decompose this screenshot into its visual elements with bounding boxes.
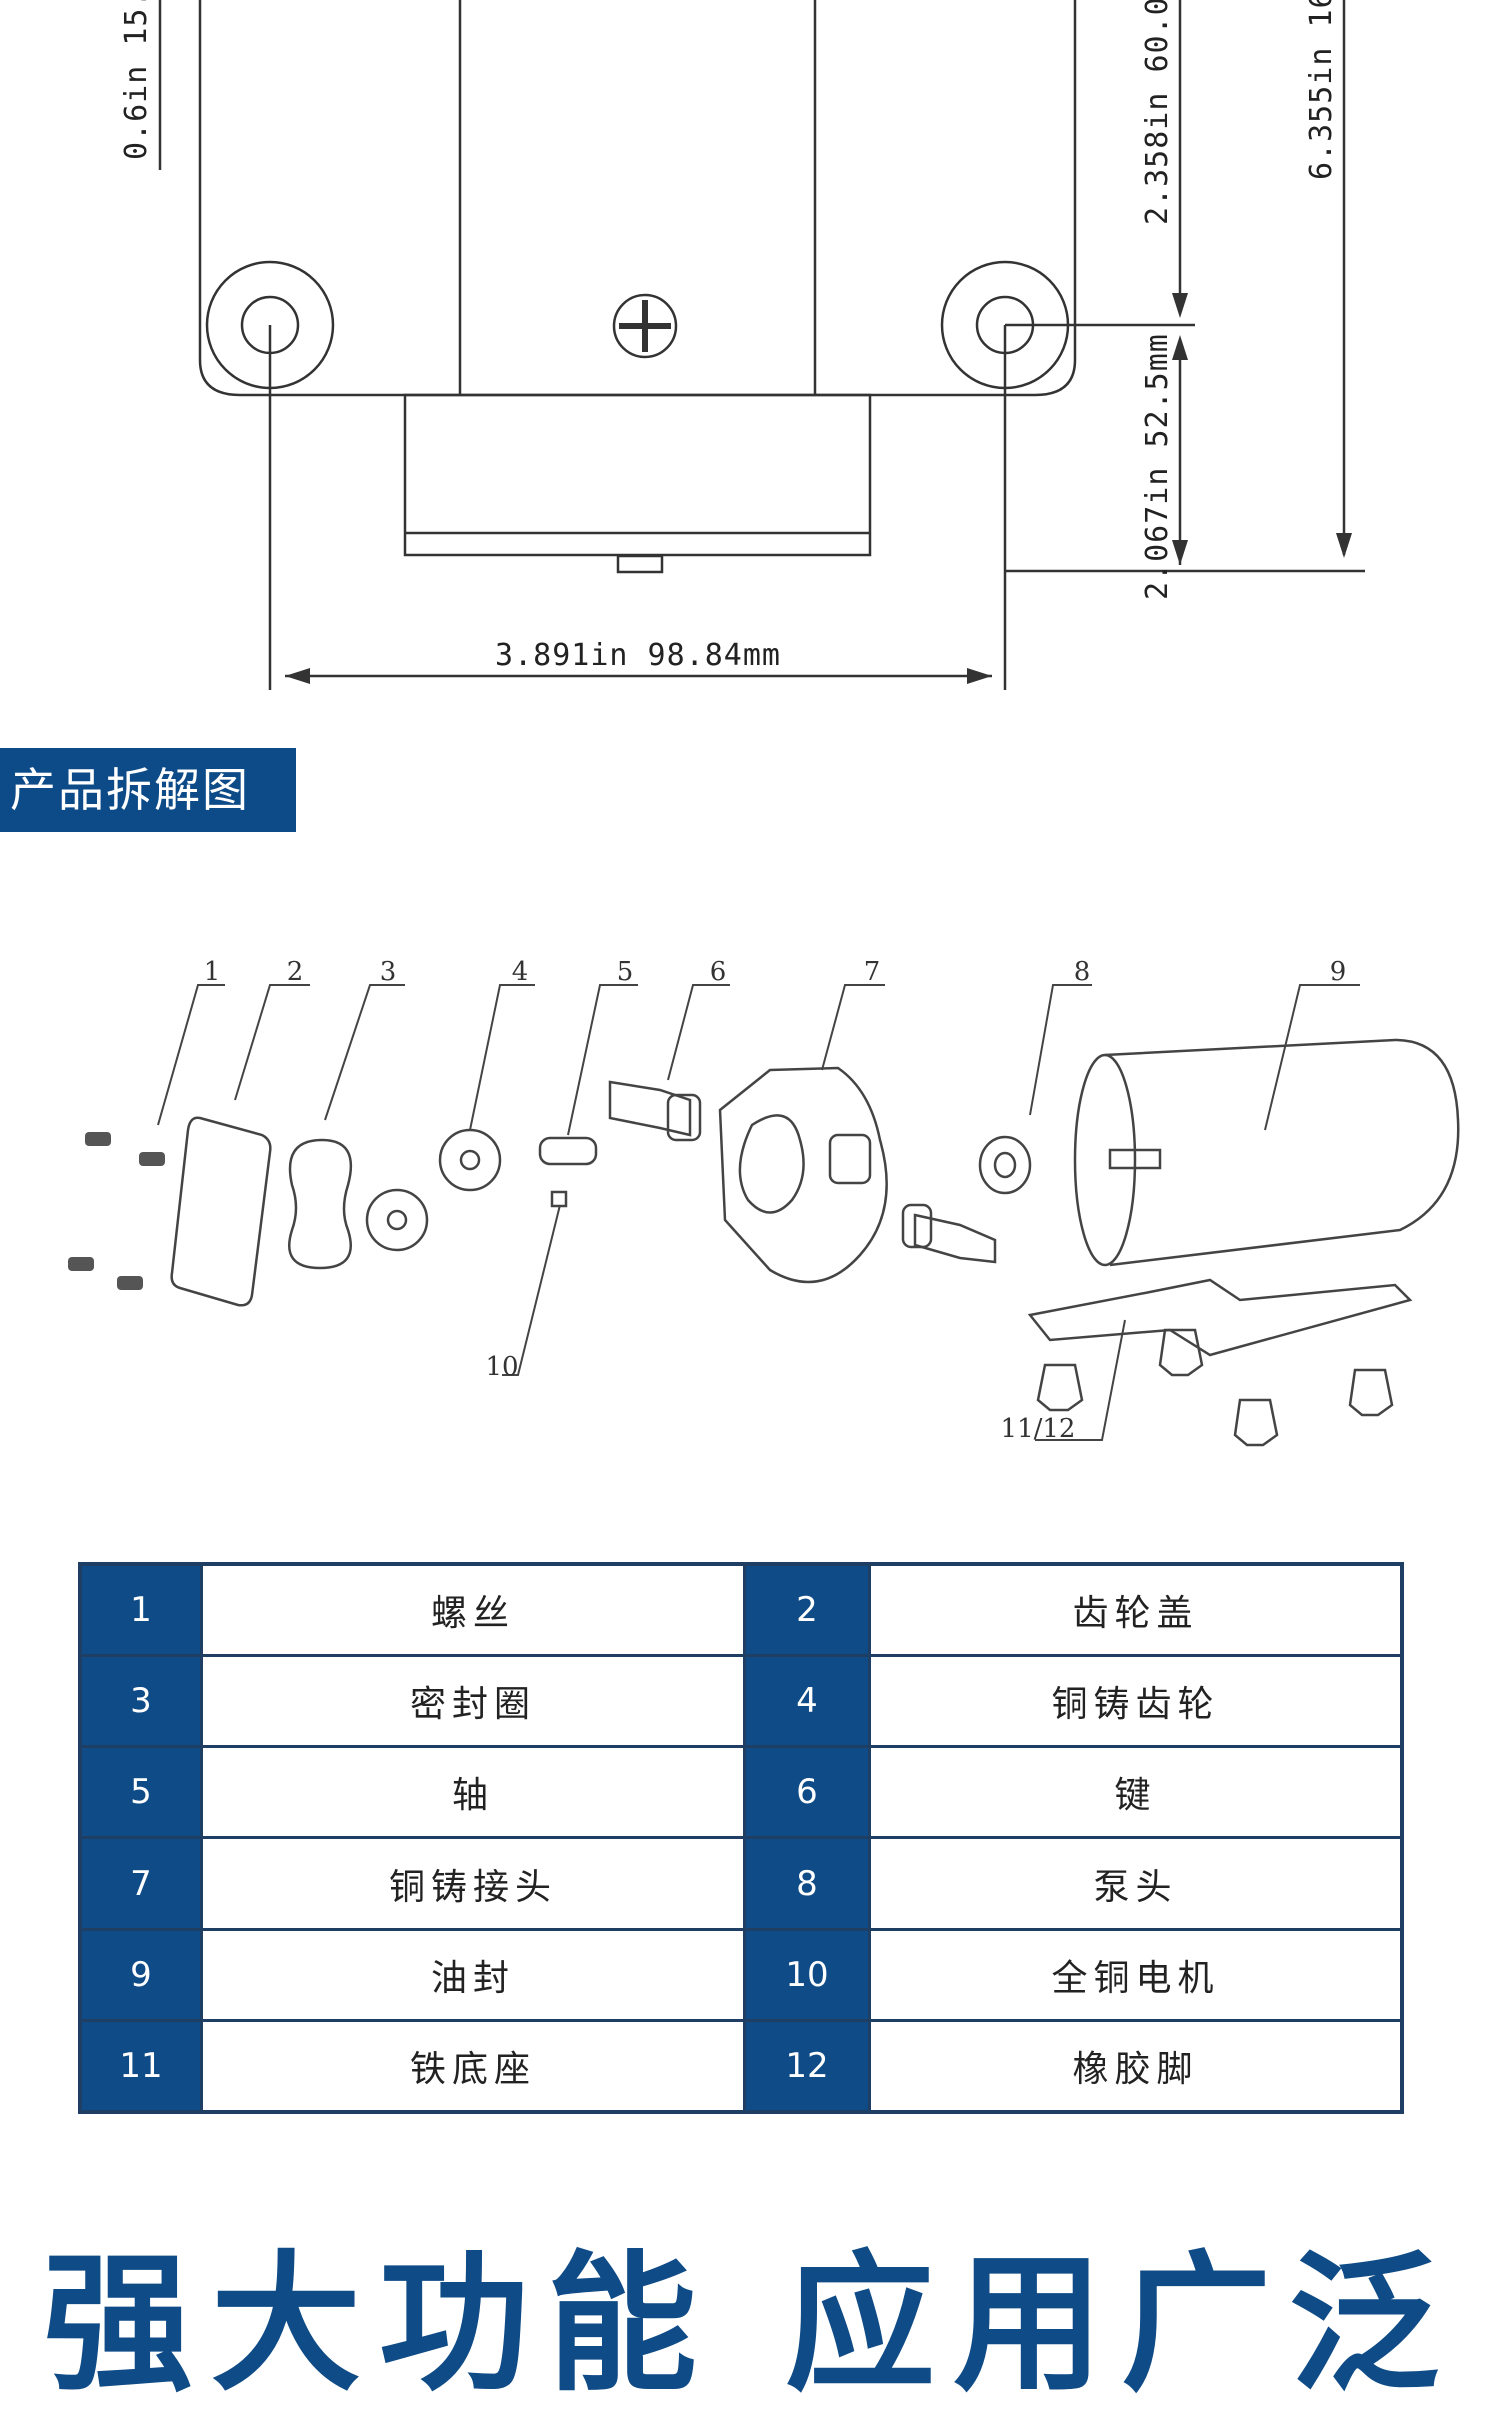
callout-number: 1	[204, 957, 221, 987]
part-name: 键	[871, 1748, 1400, 1837]
part-name: 铜铸接头	[203, 1839, 743, 1928]
callout-number: 2	[287, 957, 304, 987]
part-name: 螺丝	[203, 1566, 743, 1655]
part-number: 11	[82, 2021, 200, 2110]
width-dimension-label: 3.891in 98.84mm	[495, 638, 781, 673]
part-name: 油封	[203, 1930, 743, 2019]
part-name: 铜铸齿轮	[871, 1657, 1400, 1746]
banner-heading: 强大功能 应用广泛	[42, 2238, 1458, 2412]
top-left-dimension-label: 0.6in 15.	[119, 0, 154, 160]
part-number: 10	[746, 1930, 868, 2019]
part-number: 5	[82, 1748, 200, 1837]
part-number: 6	[746, 1748, 868, 1837]
part-name: 铁底座	[203, 2021, 743, 2110]
part-name: 轴	[203, 1748, 743, 1837]
callout-number: 5	[617, 957, 634, 987]
callout-number: 3	[380, 957, 397, 987]
part-name: 橡胶脚	[871, 2021, 1400, 2110]
callout-number: 4	[512, 957, 529, 987]
lower-height-dimension-label: 2.067in 52.5mm	[1140, 333, 1175, 600]
exploded-view-diagram: 1 2 3 4 5 6 7 8 9 10 11/12	[68, 957, 1460, 1447]
section-title: 产品拆解图	[0, 748, 296, 832]
part-name: 密封圈	[203, 1657, 743, 1746]
part-number: 8	[746, 1839, 868, 1928]
callout-number: 11/12	[1001, 1414, 1076, 1444]
part-number: 7	[82, 1839, 200, 1928]
callout-number: 6	[710, 957, 727, 987]
callout-number: 10	[485, 1352, 518, 1382]
part-number: 4	[746, 1657, 868, 1746]
part-number: 9	[82, 1930, 200, 2019]
part-number: 1	[82, 1566, 200, 1655]
part-number: 12	[746, 2021, 868, 2110]
callout-number: 9	[1330, 957, 1347, 987]
callout-number: 8	[1074, 957, 1091, 987]
callout-number: 7	[864, 957, 881, 987]
part-number: 3	[82, 1657, 200, 1746]
part-name: 泵头	[871, 1839, 1400, 1928]
parts-table: 1 螺丝 2 齿轮盖 3 密封圈 4 铜铸齿轮 5 轴 6 键 7 铜铸接头 8…	[78, 1562, 1404, 2114]
part-number: 2	[746, 1566, 868, 1655]
upper-height-dimension-label: 2.358in 60.0m	[1140, 0, 1175, 225]
part-name: 全铜电机	[871, 1930, 1400, 2019]
part-name: 齿轮盖	[871, 1566, 1400, 1655]
total-height-dimension-label: 6.355in 16	[1304, 0, 1339, 180]
dimension-drawing: 3.891in 98.84mm 0.6in 15. 2.358in 60.0m …	[119, 0, 1365, 690]
